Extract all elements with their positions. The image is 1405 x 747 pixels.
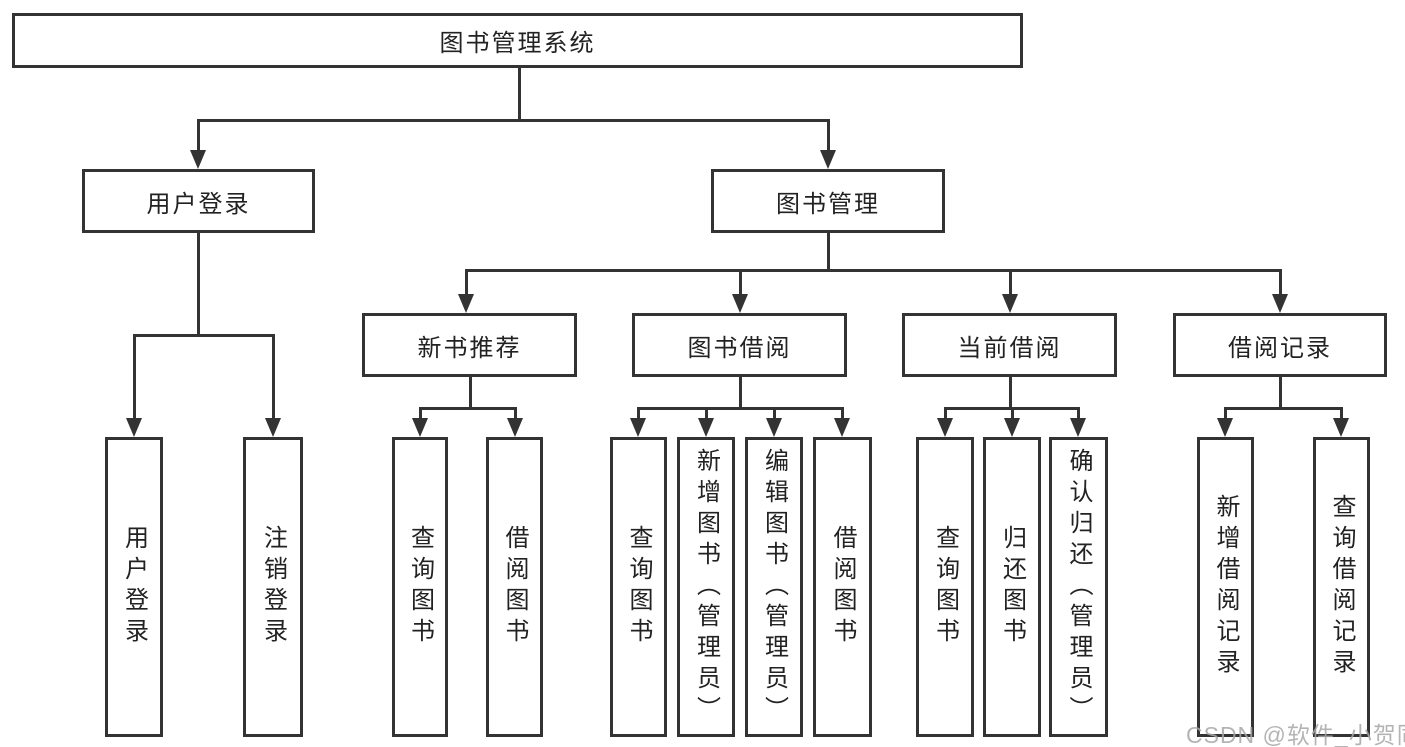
arrowhead-down-icon [698, 418, 714, 437]
leaf-query-borrow-record-label: 查询借阅记录 [1328, 494, 1355, 680]
connector-drop [1278, 269, 1282, 296]
arrowhead-down-icon [1217, 418, 1233, 437]
connector-hline [196, 119, 830, 122]
arrowhead-down-icon [937, 418, 953, 437]
leaf-query-books-borrowing: 查询图书 [610, 437, 667, 737]
leaf-borrow-books-recommend: 借阅图书 [486, 437, 543, 737]
arrowhead-down-icon [265, 418, 281, 437]
connector-drop [738, 269, 742, 296]
leaf-edit-books-admin-label: 编辑图书（管理员） [760, 447, 788, 727]
leaf-add-books-admin-label: 新增图书（管理员） [692, 447, 720, 727]
node-borrowing-records: 借阅记录 [1173, 313, 1387, 377]
arrowhead-down-icon [458, 294, 474, 313]
connector-drop [1010, 407, 1014, 420]
leaf-confirm-return-admin-label: 确认归还（管理员） [1065, 447, 1092, 727]
connector-drop [772, 407, 776, 420]
connector-drop [636, 407, 640, 420]
arrowhead-down-icon [630, 418, 646, 437]
leaf-borrow-books-label: 借阅图书 [829, 525, 856, 649]
leaf-borrow-books: 借阅图书 [813, 437, 872, 737]
connector-drop [271, 334, 275, 420]
leaf-add-books-admin: 新增图书（管理员） [677, 437, 735, 737]
node-new-book-recommend: 新书推荐 [362, 313, 577, 377]
leaf-user-login: 用户登录 [105, 437, 163, 737]
leaf-return-books: 归还图书 [983, 437, 1041, 737]
arrowhead-down-icon [1333, 418, 1349, 437]
node-book-management: 图书管理 [711, 169, 945, 233]
connector-drop [826, 119, 830, 152]
arrowhead-down-icon [732, 294, 748, 313]
node-root: 图书管理系统 [12, 13, 1023, 68]
leaf-query-books-recommend: 查询图书 [392, 437, 448, 737]
node-user-login-label: 用户登录 [146, 190, 251, 218]
arrowhead-down-icon [507, 418, 523, 437]
arrowhead-down-icon [190, 150, 206, 169]
leaf-edit-books-admin: 编辑图书（管理员） [745, 437, 803, 737]
connector-drop [840, 407, 844, 420]
connector-drop [1008, 269, 1012, 296]
arrowhead-down-icon [1272, 294, 1288, 313]
node-user-login: 用户登录 [82, 169, 315, 233]
connector-drop [1076, 407, 1080, 420]
connector-drop [704, 407, 708, 420]
connector-hline [1223, 407, 1343, 410]
node-borrowing-records-label: 借阅记录 [1228, 334, 1332, 362]
node-new-book-recommend-label: 新书推荐 [417, 334, 522, 362]
connector-drop [132, 334, 136, 420]
leaf-add-borrow-record-label: 新增借阅记录 [1212, 494, 1239, 680]
connector-stem [468, 375, 472, 410]
leaf-confirm-return-admin: 确认归还（管理员） [1049, 437, 1108, 737]
connector-stem [517, 66, 521, 121]
leaf-logout-label: 注销登录 [259, 525, 287, 649]
connector-hline [132, 334, 275, 337]
connector-drop [1223, 407, 1227, 420]
connector-drop [943, 407, 947, 420]
connector-stem [196, 231, 200, 337]
arrowhead-down-icon [1002, 294, 1018, 313]
node-current-borrowing: 当前借阅 [902, 313, 1117, 377]
arrowhead-down-icon [1070, 418, 1086, 437]
node-root-label: 图书管理系统 [439, 30, 596, 57]
connector-hline [418, 407, 517, 410]
connector-drop [196, 119, 200, 152]
node-current-borrowing-label: 当前借阅 [957, 334, 1062, 362]
arrowhead-down-icon [412, 418, 428, 437]
leaf-add-borrow-record: 新增借阅记录 [1197, 437, 1254, 737]
connector-stem [1008, 375, 1012, 410]
leaf-query-books-current-label: 查询图书 [931, 525, 959, 649]
leaf-logout: 注销登录 [243, 437, 303, 737]
node-book-management-label: 图书管理 [776, 190, 880, 218]
leaf-user-login-label: 用户登录 [120, 525, 148, 649]
connector-stem [738, 375, 742, 410]
connector-drop [513, 407, 517, 420]
leaf-return-books-label: 归还图书 [998, 525, 1026, 649]
connector-drop [464, 269, 468, 296]
node-book-borrowing: 图书借阅 [632, 313, 847, 377]
connector-stem [1278, 375, 1282, 410]
leaf-query-books-recommend-label: 查询图书 [406, 525, 434, 649]
arrowhead-down-icon [1004, 418, 1020, 437]
arrowhead-down-icon [126, 418, 142, 437]
connector-hline [464, 269, 1282, 272]
connector-drop [1339, 407, 1343, 420]
connector-drop [418, 407, 422, 420]
arrowhead-down-icon [834, 418, 850, 437]
connector-stem [826, 231, 830, 272]
leaf-borrow-books-recommend-label: 借阅图书 [501, 525, 528, 649]
leaf-query-borrow-record: 查询借阅记录 [1313, 437, 1370, 737]
arrowhead-down-icon [820, 150, 836, 169]
leaf-query-books-current: 查询图书 [916, 437, 974, 737]
connector-hline [636, 407, 844, 410]
arrowhead-down-icon [766, 418, 782, 437]
csdn-watermark: CSDN @软件_小贺同学 [1186, 722, 1405, 747]
node-book-borrowing-label: 图书借阅 [687, 334, 792, 362]
leaf-query-books-borrowing-label: 查询图书 [625, 525, 652, 649]
